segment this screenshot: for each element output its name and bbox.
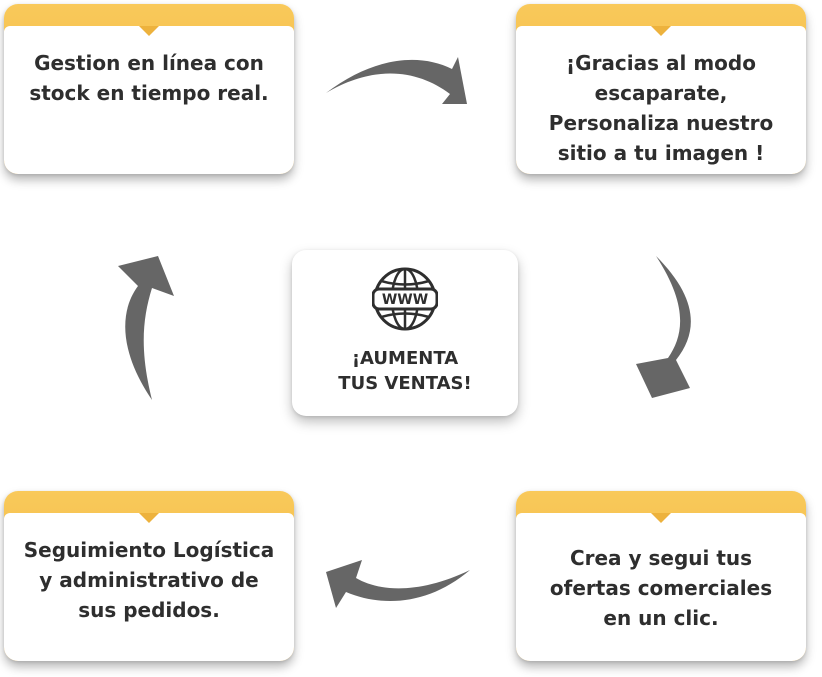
step-card-body: Seguimiento Logística y administrativo d… [4, 513, 294, 661]
arrow-right-icon [636, 256, 691, 398]
step-card-body: Gestion en línea con stock en tiempo rea… [4, 26, 294, 174]
step-text: Seguimiento Logística y administrativo d… [6, 535, 292, 625]
center-line: TUS VENTAS! [338, 373, 472, 394]
step-line: sus pedidos. [78, 598, 220, 622]
step-card-top-left: Gestion en línea con stock en tiempo rea… [4, 4, 294, 174]
globe-www-icon: WWW [372, 267, 438, 331]
card-notch [651, 26, 671, 36]
step-card-bottom-right: Crea y segui tus ofertas comerciales en … [516, 491, 806, 661]
card-notch [651, 513, 671, 523]
center-line: ¡AUMENTA [351, 348, 459, 369]
step-line: en un clic. [603, 606, 719, 630]
step-text: ¡Gracias al modo escaparate, Personaliza… [531, 48, 791, 168]
step-text: Gestion en línea con stock en tiempo rea… [11, 48, 286, 108]
step-line: ofertas comerciales [549, 576, 773, 600]
step-card-body: ¡Gracias al modo escaparate, Personaliza… [516, 26, 806, 174]
step-card-body: Crea y segui tus ofertas comerciales en … [516, 513, 806, 661]
card-notch [139, 513, 159, 523]
step-line: escaparate, [594, 81, 728, 105]
step-line: stock en tiempo real. [29, 81, 269, 105]
step-line: Crea y segui tus [569, 546, 753, 570]
step-card-bottom-left: Seguimiento Logística y administrativo d… [4, 491, 294, 661]
card-notch [139, 26, 159, 36]
step-line: y administrativo de [39, 568, 259, 592]
step-card-top-right: ¡Gracias al modo escaparate, Personaliza… [516, 4, 806, 174]
step-line: Gestion en línea con [34, 51, 264, 75]
arrow-left-icon [118, 256, 174, 400]
step-line: Personaliza nuestro [548, 111, 774, 135]
step-line: sitio a tu imagen ! [557, 141, 765, 165]
center-callout: WWW ¡AUMENTA TUS VENTAS! [292, 250, 518, 416]
arrow-top-icon [326, 57, 467, 104]
arrow-bottom-icon [326, 560, 470, 608]
step-text: Crea y segui tus ofertas comerciales en … [532, 543, 790, 633]
www-label: WWW [382, 292, 428, 308]
step-line: ¡Gracias al modo [566, 51, 756, 75]
step-line: Seguimiento Logística [23, 538, 275, 562]
center-text: ¡AUMENTA TUS VENTAS! [338, 346, 471, 396]
